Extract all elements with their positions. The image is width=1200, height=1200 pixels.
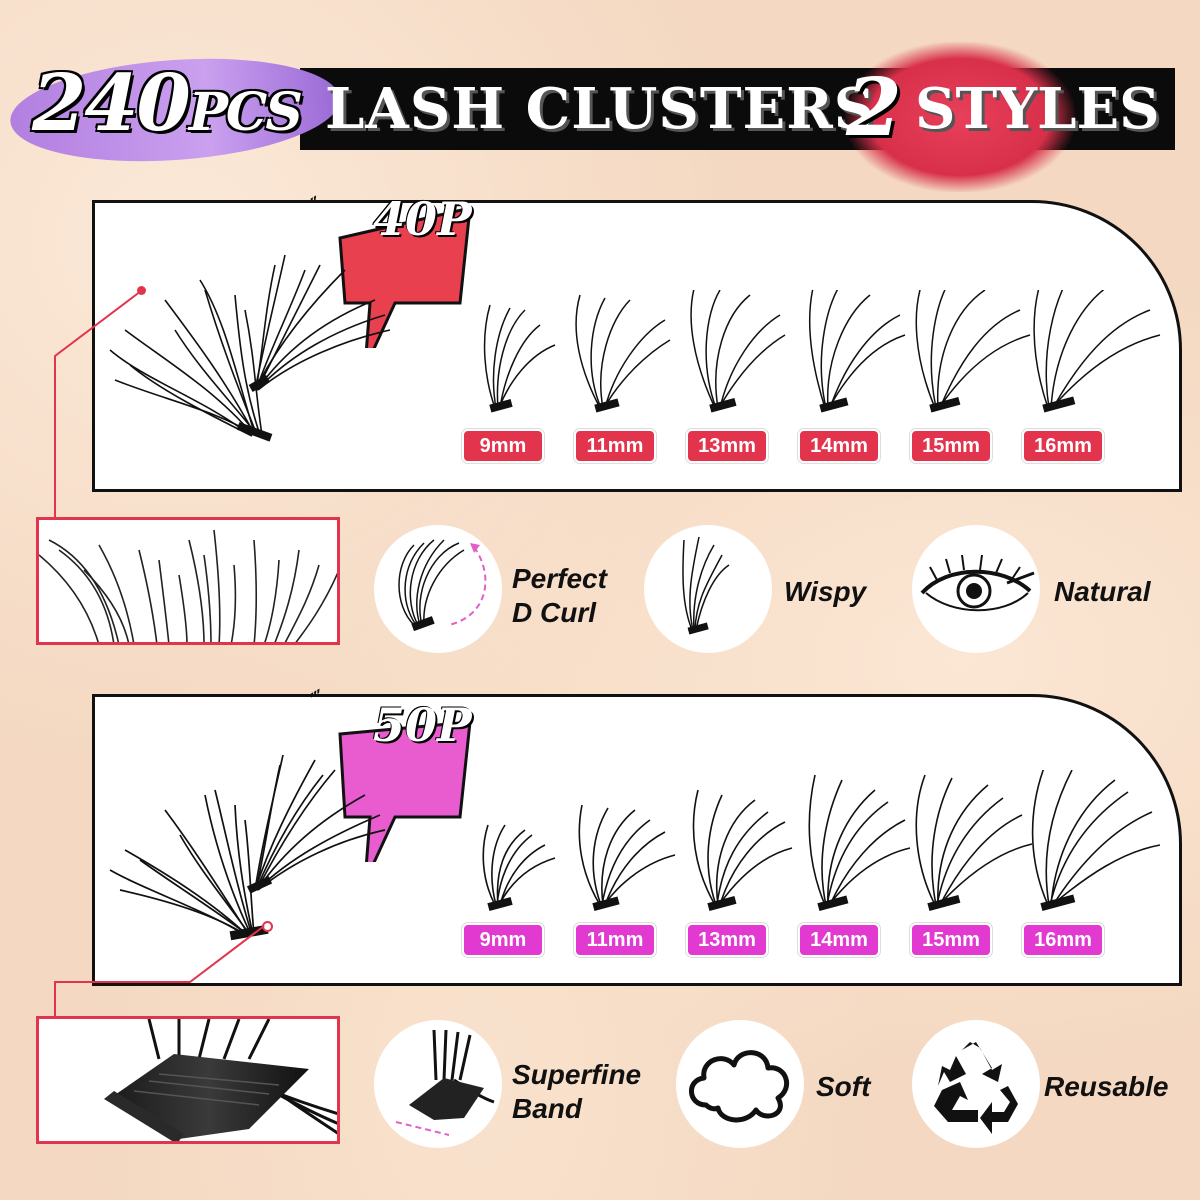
size-pill-13mm: 13mm <box>686 923 768 957</box>
feature-label-line2: D Curl <box>512 597 596 628</box>
tag-banner-shape <box>338 720 472 862</box>
size-pill-9mm: 9mm <box>462 429 544 463</box>
size-pill-15mm: 15mm <box>910 429 992 463</box>
d-curl-lash-icon <box>398 539 487 632</box>
style-40p-tag-label: 40P <box>373 192 472 246</box>
band-detail-closeup <box>36 1016 340 1144</box>
band-closeup-image <box>104 1019 337 1141</box>
lash-pair-50p <box>109 754 386 941</box>
feature-label-line2: Band <box>512 1093 582 1124</box>
connector-line <box>54 925 265 1020</box>
size-pill-16mm: 16mm <box>1022 429 1104 463</box>
size-pill-14mm: 14mm <box>798 923 880 957</box>
feature-natural-circle <box>912 525 1040 653</box>
connector-line <box>54 290 142 521</box>
lash-detail-closeup <box>36 517 340 645</box>
eye-icon <box>920 554 1035 612</box>
feature-reusable-label: Reusable <box>1044 1071 1169 1102</box>
size-pill-11mm: 11mm <box>574 429 656 463</box>
header-count: 240PCS <box>32 58 303 149</box>
wispy-lash-icon <box>682 536 730 635</box>
header-count-number: 240 <box>32 58 191 149</box>
feature-label-line1: Superfine <box>512 1059 642 1090</box>
lash-pair-40p <box>109 254 391 442</box>
feature-d-curl-label: Perfect D Curl <box>512 562 607 630</box>
recycle-icon <box>934 1042 1018 1134</box>
tag-banner-shape <box>338 206 472 348</box>
connector-dot <box>137 286 146 295</box>
feature-soft-circle <box>676 1020 804 1148</box>
cloud-icon <box>689 1050 790 1123</box>
size-pill-13mm: 13mm <box>686 429 768 463</box>
header-styles-number: 2 <box>846 60 902 154</box>
size-pill-11mm: 11mm <box>574 923 656 957</box>
header-title: LASH CLUSTERS <box>325 76 876 142</box>
wispy-closeup-image <box>39 529 337 642</box>
style-40p-tag: 40P <box>335 178 475 348</box>
feature-d-curl-circle <box>374 525 502 653</box>
feature-natural-label: Natural <box>1054 576 1151 607</box>
feature-reusable-circle <box>912 1020 1040 1148</box>
feature-wispy-label: Wispy <box>784 576 867 607</box>
feature-soft-label: Soft <box>816 1071 871 1102</box>
size-pill-16mm: 16mm <box>1022 923 1104 957</box>
band-lash-icon <box>395 1029 495 1136</box>
header-brush-stroke <box>845 42 1075 192</box>
size-pill-15mm: 15mm <box>910 923 992 957</box>
feature-band-label: Superfine Band <box>512 1058 641 1126</box>
feature-label-line1: Perfect <box>512 563 607 594</box>
feature-band-circle <box>374 1020 502 1148</box>
size-pill-14mm: 14mm <box>798 429 880 463</box>
size-pill-9mm: 9mm <box>462 923 544 957</box>
style-50p-tag-label: 50P <box>373 698 472 752</box>
header-styles-word: STYLES <box>915 76 1160 142</box>
style-50p-tag: 50P <box>335 692 475 862</box>
feature-wispy-circle <box>644 525 772 653</box>
lash-size-row-50p <box>482 770 1161 911</box>
header-count-unit: PCS <box>188 82 303 143</box>
lash-size-row-40p <box>483 290 1161 413</box>
